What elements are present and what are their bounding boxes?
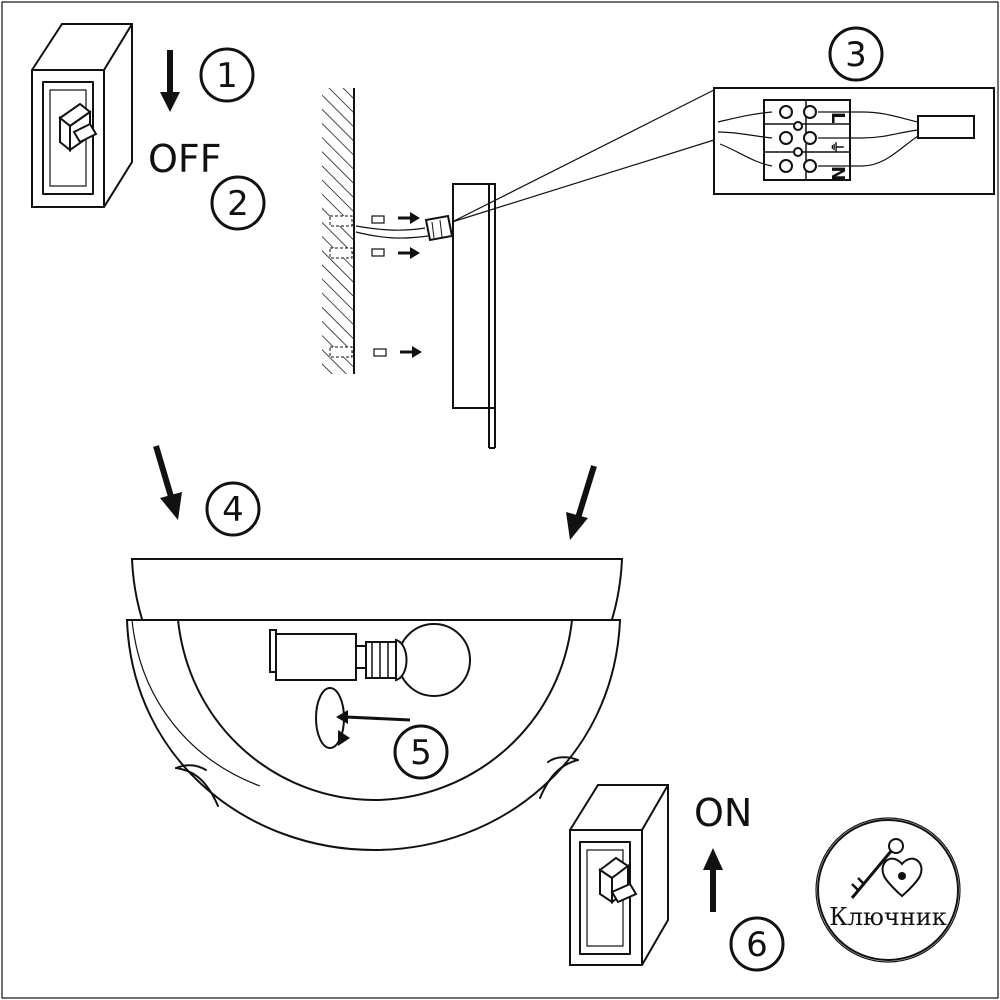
wall-plugs xyxy=(371,215,387,357)
key-icon xyxy=(850,838,904,899)
step-3-number: 3 xyxy=(845,35,867,75)
step-2-marker: 2 xyxy=(210,175,266,231)
wall-section xyxy=(322,88,355,374)
step-6-marker: 6 xyxy=(729,916,785,972)
step-4-marker: 4 xyxy=(205,481,261,537)
switch-off-illustration xyxy=(31,23,133,208)
brand-logo: Ключник xyxy=(815,817,961,963)
arrow-down-right-icon xyxy=(566,465,597,540)
step-1-number: 1 xyxy=(216,56,238,96)
step-4-number: 4 xyxy=(222,490,244,530)
terminal-neutral-label: N xyxy=(827,166,848,181)
light-bulb-icon xyxy=(365,623,471,697)
rotate-arrow-icon xyxy=(315,687,411,749)
on-label: ON xyxy=(694,791,752,835)
terminal-block-detail: L ⏚ N xyxy=(713,87,995,195)
arrow-down-left-icon xyxy=(153,445,182,520)
step-5-number: 5 xyxy=(410,733,432,773)
step-5-marker: 5 xyxy=(393,724,449,780)
step-1-marker: 1 xyxy=(199,47,255,103)
terminal-live-label: L xyxy=(827,112,848,123)
switch-on-illustration xyxy=(569,784,669,966)
screws xyxy=(398,212,422,358)
brand-name: Ключник xyxy=(829,903,947,931)
arrow-up-icon xyxy=(703,848,723,912)
heart-lock-icon xyxy=(881,857,923,898)
step-2-number: 2 xyxy=(227,184,249,224)
lamp-holder xyxy=(269,629,367,681)
glass-shade xyxy=(125,558,624,852)
step-6-number: 6 xyxy=(746,925,768,965)
cable-connector xyxy=(355,214,454,242)
step-3-marker: 3 xyxy=(828,26,884,82)
off-label: OFF xyxy=(148,137,222,181)
arrow-down-icon xyxy=(160,50,180,112)
base-plate xyxy=(452,183,496,449)
terminal-earth-label: ⏚ xyxy=(828,140,844,154)
zoom-lines xyxy=(451,89,715,223)
